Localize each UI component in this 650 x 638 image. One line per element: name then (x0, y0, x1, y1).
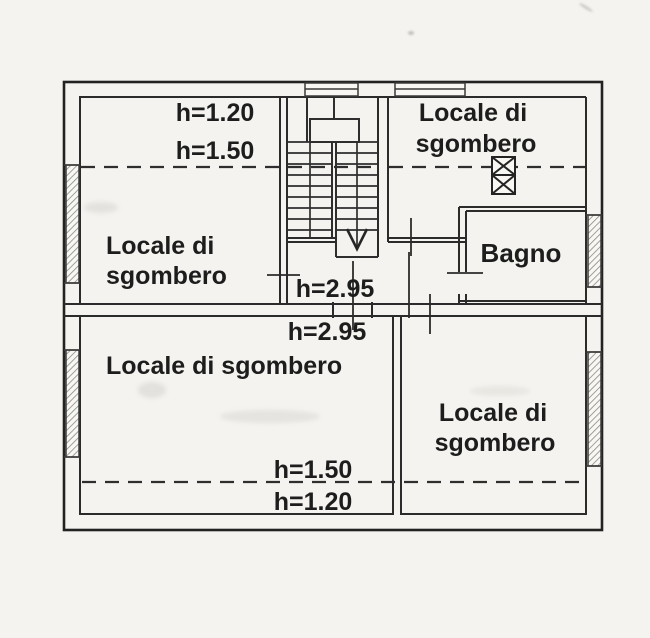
room-label-top-left-line2: sgombero (106, 262, 227, 290)
height-label-bl-150: h=1.50 (273, 456, 353, 484)
room-bagno-walls (458, 206, 586, 304)
door-ticks (267, 218, 483, 334)
staircase (287, 97, 378, 258)
window-left-lower (64, 349, 80, 458)
height-label-tl-150: h=1.50 (175, 137, 255, 165)
height-label-bl-295: h=2.95 (287, 318, 367, 346)
interior-walls (64, 96, 602, 515)
room-label-bottom-right-line1: Locale di (438, 399, 548, 427)
room-bottom-left-walls (79, 315, 394, 515)
windows (64, 82, 602, 467)
window-top-stair (304, 82, 359, 97)
window-left-upper (64, 164, 80, 284)
height-label-hall-295: h=2.95 (295, 275, 375, 303)
room-label-bottom-right-line2: sgombero (434, 429, 556, 457)
room-bottom-right-walls (400, 315, 587, 515)
flue-symbol (491, 156, 516, 195)
outer-walls (62, 80, 604, 532)
room-label-top-left-line1: Locale di (106, 232, 215, 260)
window-top-right-room (394, 82, 466, 97)
room-label-bottom-left: Locale di sgombero (106, 352, 343, 380)
room-label-top-right-line2: sgombero (415, 130, 537, 158)
dashed-cutlines (81, 165, 585, 484)
height-label-tl-120: h=1.20 (175, 99, 255, 127)
room-label-top-right-line1: Locale di (418, 99, 528, 127)
height-label-bl-120: h=1.20 (273, 488, 353, 516)
room-label-bagno: Bagno (480, 238, 562, 268)
window-right-bagno (586, 214, 602, 288)
down-arrow-icon (345, 228, 369, 252)
window-right-lower (586, 351, 602, 467)
